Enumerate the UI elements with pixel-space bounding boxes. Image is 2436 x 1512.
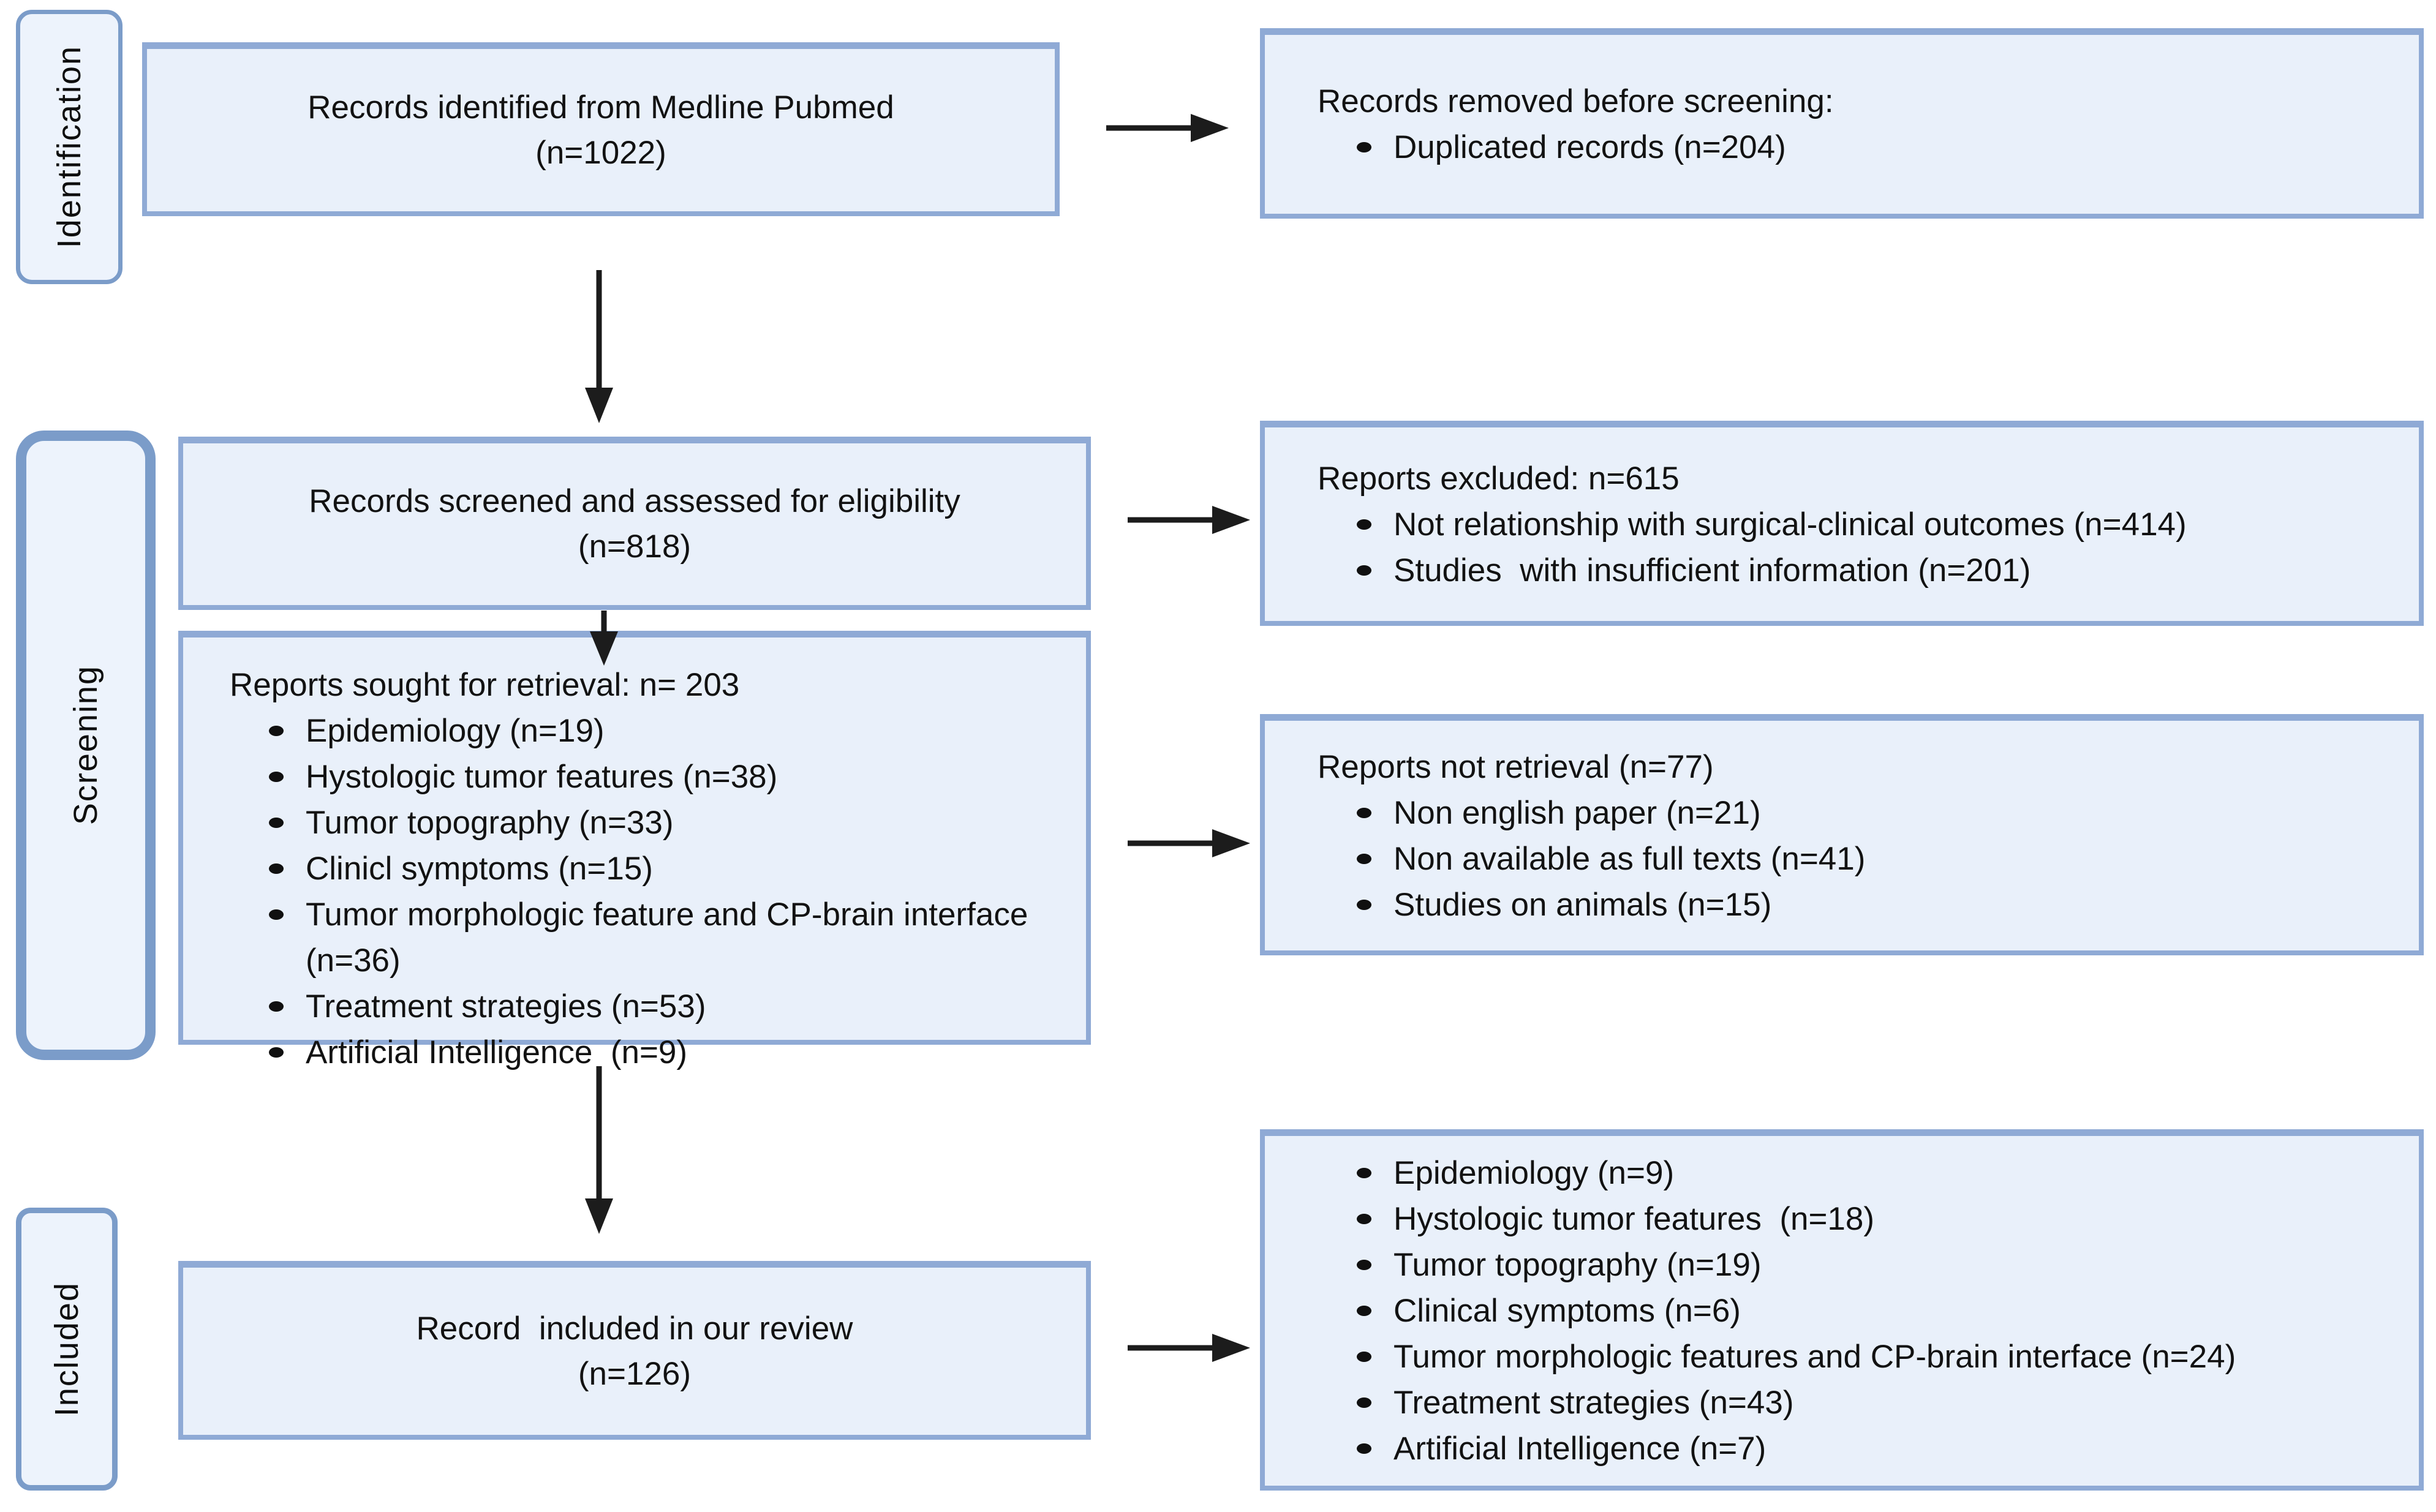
bullet-dot-icon — [1357, 1260, 1371, 1270]
list-item: Artificial Intelligence (n=7) — [1357, 1426, 2419, 1472]
box-included-detail-bullets: Epidemiology (n=9) Hystologic tumor feat… — [1357, 1150, 2419, 1472]
bullet-dot-icon — [269, 1001, 284, 1012]
stage-label-screening: Screening — [16, 431, 156, 1060]
box-text-line: (n=818) — [578, 528, 692, 565]
list-item: Clinical symptoms (n=6) — [1357, 1288, 2419, 1334]
arrow-right-sought-to-not-retrieved — [1128, 829, 1250, 857]
list-item: Non english paper (n=21) — [1357, 790, 2419, 836]
stage-label-included: Included — [16, 1208, 118, 1491]
box-records-included: Record included in our review (n=126) — [178, 1261, 1091, 1440]
arrow-right-identified-to-removed — [1106, 114, 1229, 142]
arrow-down-sought-to-included — [585, 1066, 613, 1234]
box-reports-not-retrieved: Reports not retrieval (n=77) Non english… — [1260, 714, 2424, 955]
arrow-right-screened-to-excluded — [1128, 506, 1250, 534]
bullet-dot-icon — [269, 1047, 284, 1058]
box-records-identified-lines: Records identified from Medline Pubmed (n… — [307, 85, 894, 176]
stage-label-included-text: Included — [48, 1281, 85, 1417]
bullet-dot-icon — [1357, 1443, 1371, 1454]
bullet-dot-icon — [1357, 1306, 1371, 1316]
list-item: Tumor topography (n=19) — [1357, 1242, 2419, 1288]
bullet-dot-icon — [1357, 1397, 1371, 1408]
bullet-dot-icon — [1357, 899, 1371, 910]
bullet-dot-icon — [269, 772, 284, 782]
list-item: Hystologic tumor features (n=38) — [269, 754, 1068, 800]
box-reports-excluded-title: Reports excluded: n=615 — [1318, 460, 1680, 497]
box-records-included-lines: Record included in our review (n=126) — [417, 1306, 853, 1397]
box-reports-not-retrieved-bullets: Non english paper (n=21) Non available a… — [1357, 790, 2419, 928]
box-text-line: (n=1022) — [535, 134, 666, 171]
box-reports-sought-bullets: Epidemiology (n=19) Hystologic tumor fea… — [269, 708, 1068, 1075]
stage-label-identification-text: Identification — [51, 45, 88, 249]
box-reports-not-retrieved-title: Reports not retrieval (n=77) — [1318, 748, 1714, 785]
box-text-line: Record included in our review — [416, 1310, 853, 1347]
box-text-line: Records identified from Medline Pubmed — [307, 89, 894, 126]
bullet-dot-icon — [269, 818, 284, 828]
box-text-line: Records screened and assessed for eligib… — [309, 483, 960, 519]
list-item: Treatment strategies (n=53) — [269, 984, 1068, 1029]
box-records-removed-title: Records removed before screening: — [1318, 83, 1834, 119]
box-records-removed: Records removed before screening: Duplic… — [1260, 28, 2424, 219]
list-item: Duplicated records (n=204) — [1357, 124, 2419, 170]
arrow-right-included-to-detail — [1128, 1334, 1250, 1362]
list-item: Studies on animals (n=15) — [1357, 882, 2419, 928]
bullet-dot-icon — [1357, 1214, 1371, 1224]
arrow-down-identified-to-screened — [585, 270, 613, 423]
bullet-dot-icon — [1357, 1168, 1371, 1178]
list-item: Treatment strategies (n=43) — [1357, 1380, 2419, 1426]
bullet-dot-icon — [269, 726, 284, 736]
bullet-dot-icon — [1357, 142, 1371, 152]
list-item: Clinicl symptoms (n=15) — [269, 846, 1068, 892]
bullet-dot-icon — [269, 909, 284, 920]
box-records-removed-bullets: Duplicated records (n=204) — [1357, 124, 2419, 170]
box-reports-excluded-bullets: Not relationship with surgical-clinical … — [1357, 502, 2419, 593]
bullet-dot-icon — [1357, 565, 1371, 576]
box-reports-excluded: Reports excluded: n=615 Not relationship… — [1260, 421, 2424, 626]
stage-label-screening-text: Screening — [67, 665, 104, 826]
box-records-screened: Records screened and assessed for eligib… — [178, 437, 1091, 610]
bullet-dot-icon — [1357, 853, 1371, 864]
list-item: Hystologic tumor features (n=18) — [1357, 1196, 2419, 1242]
box-text-line: (n=126) — [578, 1355, 692, 1392]
list-item: Not relationship with surgical-clinical … — [1357, 502, 2419, 547]
box-records-screened-lines: Records screened and assessed for eligib… — [309, 479, 960, 570]
list-item: Artificial Intelligence (n=9) — [269, 1029, 1068, 1075]
bullet-dot-icon — [269, 863, 284, 874]
list-item: Non available as full texts (n=41) — [1357, 836, 2419, 882]
box-reports-sought-title: Reports sought for retrieval: n= 203 — [230, 667, 740, 703]
list-item: Epidemiology (n=19) — [269, 708, 1068, 754]
list-item: Tumor morphologic feature and CP-brain i… — [269, 892, 1068, 984]
box-records-identified: Records identified from Medline Pubmed (n… — [142, 42, 1060, 216]
box-reports-sought: Reports sought for retrieval: n= 203 Epi… — [178, 631, 1091, 1070]
stage-label-identification: Identification — [16, 10, 123, 284]
bullet-dot-icon — [1357, 519, 1371, 530]
list-item: Tumor topography (n=33) — [269, 800, 1068, 846]
list-item: Tumor morphologic features and CP-brain … — [1357, 1334, 2419, 1380]
arrow-down-screened-to-sought — [590, 611, 618, 666]
list-item: Studies with insufficient information (n… — [1357, 547, 2419, 593]
bullet-dot-icon — [1357, 1352, 1371, 1362]
list-item: Epidemiology (n=9) — [1357, 1150, 2419, 1196]
box-included-detail: Epidemiology (n=9) Hystologic tumor feat… — [1260, 1129, 2424, 1491]
bullet-dot-icon — [1357, 807, 1371, 818]
